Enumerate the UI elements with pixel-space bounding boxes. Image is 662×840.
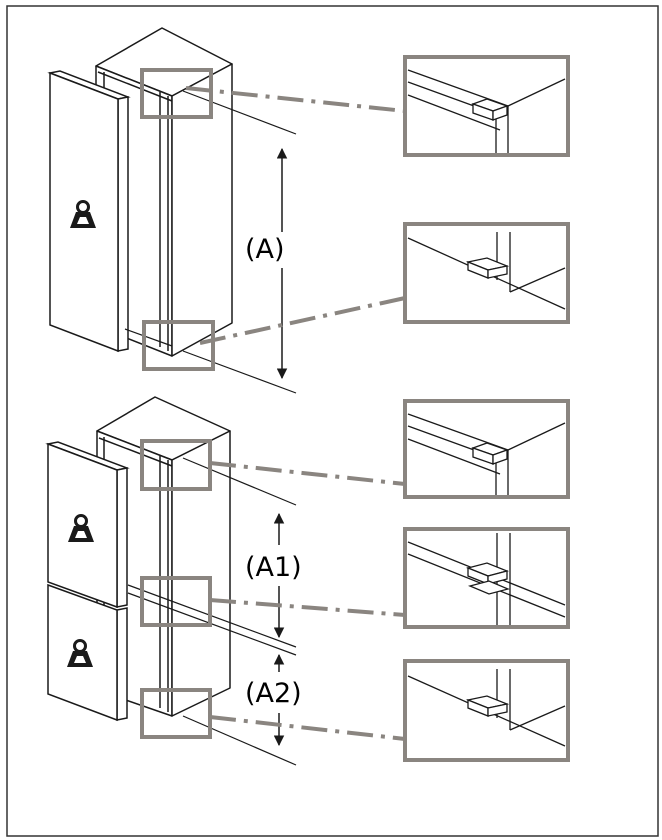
bottom-door-upper: [45, 441, 130, 609]
outer-frame: [6, 5, 659, 837]
dimension-label-a2: (A2): [245, 678, 302, 709]
dimension-label-a: (A): [245, 234, 285, 265]
top-door-panel: [47, 70, 131, 353]
detail-box-bottom-1: [403, 399, 570, 499]
detail-box-bottom-2: [403, 527, 570, 629]
detail-box-top-2: [403, 222, 570, 324]
dimension-label-a1: (A1): [245, 552, 302, 583]
top-highlight-boxes: [140, 68, 215, 371]
top-reference-lines: [124, 90, 297, 394]
bottom-callout-lines: [209, 461, 406, 741]
detail-box-top-1: [403, 55, 570, 157]
top-callout-lines: [185, 86, 406, 345]
detail-box-bottom-3: [403, 659, 570, 762]
